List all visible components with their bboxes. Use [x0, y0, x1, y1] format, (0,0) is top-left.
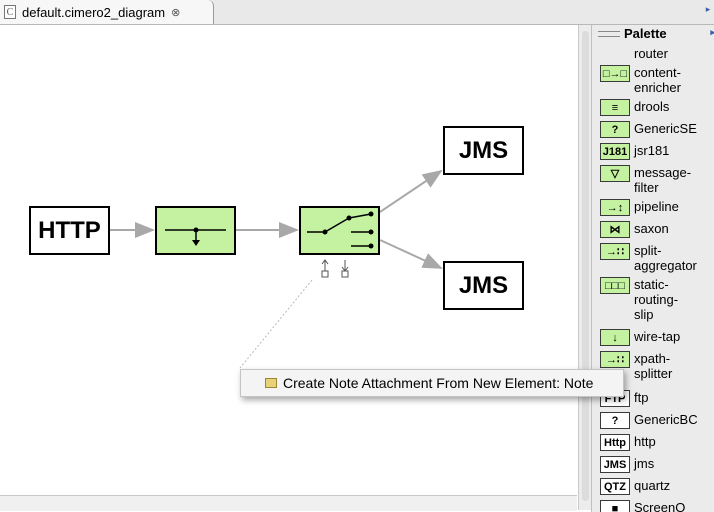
note-attachment-guide: [239, 279, 313, 369]
drools-icon: ≡: [600, 99, 630, 116]
screen-icon: ■: [600, 500, 630, 512]
palette-item-label: pipeline: [634, 199, 679, 214]
horizontal-scrollbar[interactable]: [0, 495, 577, 511]
connection-handles: [321, 259, 349, 278]
saxon-icon: ⋈: [600, 221, 630, 238]
palette-item-label: ScreenO: [634, 500, 686, 512]
chevron-right-icon[interactable]: ▸: [705, 4, 711, 14]
palette-item-wiretap[interactable]: ↓ wire-tap: [598, 327, 712, 347]
palette-title: Palette: [624, 26, 667, 41]
note-icon: [265, 378, 277, 388]
quartz-icon: QTZ: [600, 478, 630, 495]
palette-item-label: wire-tap: [634, 329, 681, 344]
wire-tap-icon: ↓: [600, 329, 630, 346]
palette-item-label: jsr181: [634, 143, 670, 158]
content-enricher-icon: □→□: [600, 65, 630, 82]
jms-node-bottom[interactable]: JMS: [443, 261, 524, 310]
processor-icon: [165, 227, 226, 246]
diagram-file-icon: C: [4, 5, 16, 19]
palette-item-label: GenericBC: [634, 412, 698, 427]
jsr181-icon: J181: [600, 143, 630, 160]
connections-layer: [110, 169, 443, 369]
expand-arrow-icon[interactable]: ▸: [710, 27, 714, 38]
palette-header[interactable]: Palette ▸: [592, 25, 714, 43]
grip-icon: [598, 31, 620, 37]
static-routing-slip-icon: □□□: [600, 277, 630, 294]
generic-bc-icon: ?: [600, 412, 630, 429]
vertical-scrollbar[interactable]: [578, 25, 592, 510]
processor-node[interactable]: [155, 206, 236, 255]
tab-title: default.cimero2_diagram: [22, 4, 166, 20]
split-aggregator-icon: →∷: [600, 243, 630, 260]
palette-item-quartz[interactable]: QTZ quartz: [598, 476, 712, 496]
palette-item-staticroutingslip[interactable]: □□□static- routing- slip: [598, 275, 712, 322]
palette-item-messagefilter[interactable]: ▽message- filter: [598, 163, 712, 195]
palette-item-label: quartz: [634, 478, 671, 493]
editor-tab[interactable]: C default.cimero2_diagram ⊗: [0, 0, 214, 24]
palette-item-label: ftp: [634, 390, 649, 405]
pipeline-icon: →↕: [600, 199, 630, 216]
scroll-track[interactable]: [582, 31, 589, 501]
xpath-splitter-icon: →∷: [600, 351, 630, 368]
palette-item-xpathsplitter[interactable]: →∷xpath- splitter: [598, 349, 712, 381]
editor-tab-bar: C default.cimero2_diagram ⊗ ▸: [0, 0, 714, 25]
palette-item-jsr181[interactable]: J181 jsr181: [598, 141, 712, 161]
palette-item-label: router: [634, 46, 668, 61]
close-icon[interactable]: ⊗: [171, 6, 181, 19]
diagram-canvas[interactable]: HTTP JMS JMS: [0, 25, 577, 495]
generic-se-icon: ?: [600, 121, 630, 138]
palette-item-label: saxon: [634, 221, 669, 236]
palette-item-saxon[interactable]: ⋈ saxon: [598, 219, 712, 239]
connection-router-to-jms-top: [379, 169, 443, 213]
router-switch-icon: [307, 211, 374, 249]
palette-item-label: xpath- splitter: [634, 351, 673, 381]
message-filter-icon: ▽: [600, 165, 630, 182]
http-node[interactable]: HTTP: [29, 206, 110, 255]
palette-item-label: http: [634, 434, 656, 449]
palette-item-http[interactable]: Http http: [598, 432, 712, 452]
palette-item-contentenricher[interactable]: □→□content- enricher: [598, 63, 712, 95]
palette-item-label: jms: [634, 456, 655, 471]
palette-item-genericse[interactable]: ? GenericSE: [598, 119, 712, 139]
palette-item-router[interactable]: router: [598, 44, 712, 64]
popup-label: Create Note Attachment From New Element:…: [283, 375, 594, 391]
palette: Palette ▸ router□→□content- enricher≡dro…: [591, 25, 714, 512]
jms-node-top[interactable]: JMS: [443, 126, 524, 175]
connection-router-to-jms-bottom: [379, 239, 443, 269]
palette-item-label: message- filter: [634, 165, 692, 195]
palette-item-label: static- routing- slip: [634, 277, 679, 322]
router-node[interactable]: [299, 206, 380, 255]
palette-item-pipeline[interactable]: →↕ pipeline: [598, 197, 712, 217]
palette-item-screeno[interactable]: ■ ScreenO: [598, 498, 712, 512]
palette-item-label: GenericSE: [634, 121, 697, 136]
http-icon: Http: [600, 434, 630, 451]
palette-item-splitaggregator[interactable]: →∷split- aggregator: [598, 241, 712, 273]
create-note-popup[interactable]: Create Note Attachment From New Element:…: [240, 369, 624, 397]
jms-icon: JMS: [600, 456, 630, 473]
palette-item-label: split- aggregator: [634, 243, 697, 273]
palette-item-label: content- enricher: [634, 65, 681, 95]
palette-item-jms[interactable]: JMS jms: [598, 454, 712, 474]
palette-item-drools[interactable]: ≡ drools: [598, 97, 712, 117]
palette-item-genericbc[interactable]: ? GenericBC: [598, 410, 712, 430]
palette-item-label: drools: [634, 99, 670, 114]
